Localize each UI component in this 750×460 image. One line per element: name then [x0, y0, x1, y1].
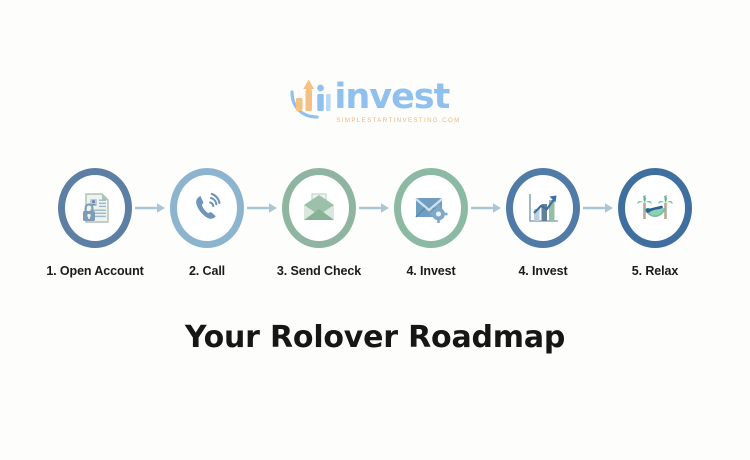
logo-wordmark: invest	[334, 77, 450, 117]
logo-tagline: SIMPLESTARTINVESTING.COM	[336, 117, 461, 124]
logo-chart-arrow-icon	[289, 74, 333, 120]
connector-arrow-1	[135, 168, 167, 248]
step-label: 1. Open Account	[46, 264, 144, 278]
step-label: 2. Call	[188, 264, 226, 278]
envelope-gear-icon	[415, 198, 448, 223]
step-circle-6	[618, 168, 692, 248]
step-circle-1	[58, 168, 132, 248]
connector-arrow-3	[359, 168, 391, 248]
brand-logo: invest SIMPLESTARTINVESTING.COM	[0, 74, 750, 124]
document-lock-icon	[83, 193, 109, 223]
connector-arrow-5	[583, 168, 615, 248]
step-label: 3. Send Check	[276, 264, 362, 278]
step-relax: 5. Relax	[609, 168, 701, 278]
growth-bar-chart-icon	[529, 194, 558, 222]
step-invest-growth: 4. Invest	[497, 168, 589, 278]
step-label: 4. Invest	[406, 264, 456, 278]
step-circle-2	[170, 168, 244, 248]
step-label: 5. Relax	[631, 264, 679, 278]
step-circle-3: $	[282, 168, 356, 248]
envelope-dollar-check-icon: $	[304, 193, 334, 220]
step-label: 4. Invest	[518, 264, 568, 278]
step-invest-setup: 4. Invest	[385, 168, 477, 278]
phone-ringing-icon	[196, 192, 221, 219]
step-open-account: 1. Open Account	[46, 168, 144, 278]
connector-arrow-4	[471, 168, 503, 248]
connector-arrow-2	[247, 168, 279, 248]
page-title: Your Rolover Roadmap	[184, 320, 566, 355]
palm-hammock-icon	[637, 195, 673, 219]
step-circle-4	[394, 168, 468, 248]
step-circle-5	[506, 168, 580, 248]
roadmap-steps: 1. Open Account 2. Call	[0, 168, 750, 278]
step-send-check: $ 3. Send Check	[273, 168, 365, 278]
step-call: 2. Call	[161, 168, 253, 278]
